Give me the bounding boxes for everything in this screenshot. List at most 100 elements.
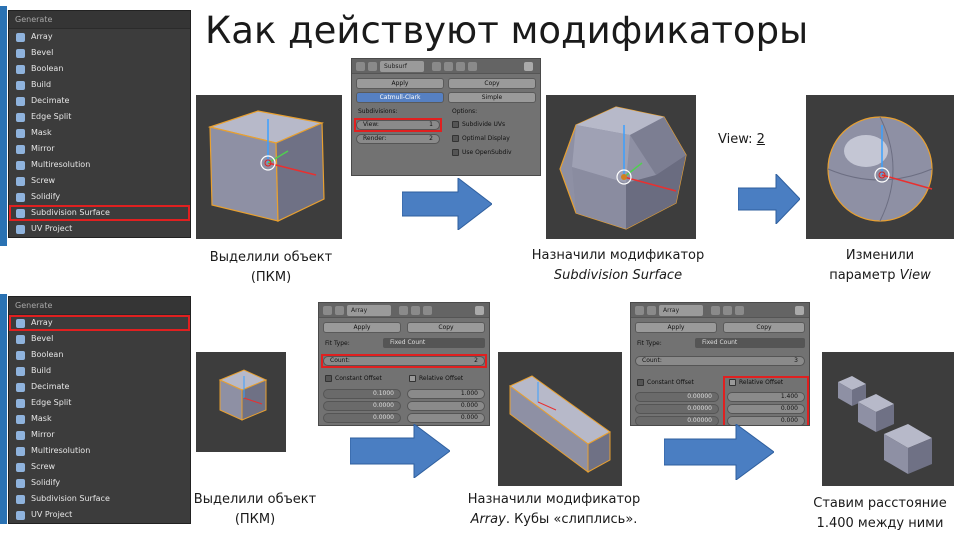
menu-item-array[interactable]: Array xyxy=(9,29,190,45)
subsurf-modifier-panel: Subsurf Apply Copy Catmull-Clark Simple … xyxy=(351,58,541,176)
mask-icon xyxy=(16,415,25,424)
relative-offset-checkbox[interactable] xyxy=(729,379,736,386)
menu-item-decimate[interactable]: Decimate xyxy=(9,379,190,395)
close-icon[interactable] xyxy=(524,62,533,71)
relative-x-field[interactable]: 1.000 xyxy=(407,389,485,399)
modifier-name-field[interactable]: Subsurf xyxy=(380,61,424,72)
caption-assign-subsurf: Назначили модификатор Subdivision Surfac… xyxy=(531,248,705,283)
relative-z-field[interactable]: 0.000 xyxy=(727,416,805,425)
copy-button[interactable]: Copy xyxy=(448,78,536,89)
constant-z-field[interactable]: 0.0000 xyxy=(323,413,401,423)
menu-item-screw[interactable]: Screw xyxy=(9,173,190,189)
menu-item-solidify[interactable]: Solidify xyxy=(9,189,190,205)
menu-header: Generate xyxy=(9,11,190,29)
close-icon[interactable] xyxy=(795,306,804,315)
viewport-array-spaced[interactable] xyxy=(822,352,954,486)
caption-change-view: Изменили параметр View xyxy=(829,248,931,283)
relative-y-field[interactable]: 0.000 xyxy=(727,404,805,414)
menu-item-label: Build xyxy=(31,366,52,375)
editmode-toggle-icon[interactable] xyxy=(735,306,744,315)
constant-y-field[interactable]: 0.0000 xyxy=(323,401,401,411)
apply-button[interactable]: Apply xyxy=(635,322,717,333)
render-toggle-icon[interactable] xyxy=(711,306,720,315)
subdivisions-label: Subdivisions: xyxy=(358,108,398,115)
caption-assign-array: Назначили модификатор Array. Кубы «слипл… xyxy=(467,492,641,527)
apply-button[interactable]: Apply xyxy=(356,78,444,89)
optimal-display-checkbox[interactable] xyxy=(452,135,459,142)
viewport-cube[interactable] xyxy=(196,95,342,239)
viewport-subsurf[interactable] xyxy=(546,95,696,239)
close-icon[interactable] xyxy=(475,306,484,315)
menu-item-array[interactable]: Array xyxy=(9,315,190,331)
multiresolution-icon xyxy=(16,447,25,456)
menu-item-build[interactable]: Build xyxy=(9,77,190,93)
render-toggle-icon[interactable] xyxy=(399,306,408,315)
view-levels-field[interactable]: View: 1 xyxy=(356,120,440,130)
tab-simple[interactable]: Simple xyxy=(448,92,536,103)
sphere-illustration xyxy=(827,116,933,222)
fit-type-select[interactable]: Fixed Count xyxy=(695,338,805,348)
menu-item-uv-project[interactable]: UV Project xyxy=(9,507,190,523)
menu-item-uv-project[interactable]: UV Project xyxy=(9,221,190,237)
menu-item-subdivision-surface[interactable]: Subdivision Surface xyxy=(9,491,190,507)
count-field[interactable]: Count: 2 xyxy=(323,356,485,366)
view-toggle-icon[interactable] xyxy=(723,306,732,315)
relative-x-field[interactable]: 1.400 xyxy=(727,392,805,402)
menu-item-edge-split[interactable]: Edge Split xyxy=(9,109,190,125)
menu-item-edge-split[interactable]: Edge Split xyxy=(9,395,190,411)
menu-item-build[interactable]: Build xyxy=(9,363,190,379)
menu-item-label: Decimate xyxy=(31,96,70,105)
wrench-icon xyxy=(323,306,332,315)
menu-item-boolean[interactable]: Boolean xyxy=(9,347,190,363)
menu-item-mask[interactable]: Mask xyxy=(9,125,190,141)
editmode-toggle-icon[interactable] xyxy=(423,306,432,315)
subdivide-uvs-checkbox[interactable] xyxy=(452,121,459,128)
viewport-small-cube[interactable] xyxy=(196,352,286,452)
mirror-icon xyxy=(16,431,25,440)
render-levels-field[interactable]: Render: 2 xyxy=(356,134,440,144)
menu-item-mirror[interactable]: Mirror xyxy=(9,427,190,443)
relative-z-field[interactable]: 0.000 xyxy=(407,413,485,423)
constant-y-field[interactable]: 0.00000 xyxy=(635,404,719,414)
viewport-sphere[interactable] xyxy=(806,95,954,239)
array-spaced-illustration xyxy=(838,376,932,474)
constant-x-field[interactable]: 0.1000 xyxy=(323,389,401,399)
fit-type-select[interactable]: Fixed Count xyxy=(383,338,485,348)
menu-item-solidify[interactable]: Solidify xyxy=(9,475,190,491)
menu-item-multiresolution[interactable]: Multiresolution xyxy=(9,443,190,459)
side-strip-top xyxy=(0,6,7,246)
viewport-array-joined[interactable] xyxy=(498,352,622,486)
copy-button[interactable]: Copy xyxy=(407,322,485,333)
constant-x-field[interactable]: 0.00000 xyxy=(635,392,719,402)
render-toggle-icon[interactable] xyxy=(432,62,441,71)
editmode-toggle-icon[interactable] xyxy=(456,62,465,71)
menu-item-mirror[interactable]: Mirror xyxy=(9,141,190,157)
menu-item-multiresolution[interactable]: Multiresolution xyxy=(9,157,190,173)
menu-item-label: Edge Split xyxy=(31,398,72,407)
menu-item-decimate[interactable]: Decimate xyxy=(9,93,190,109)
view-toggle-icon[interactable] xyxy=(444,62,453,71)
menu-item-bevel[interactable]: Bevel xyxy=(9,45,190,61)
menu-item-mask[interactable]: Mask xyxy=(9,411,190,427)
modifier-name-field[interactable]: Array xyxy=(659,305,703,316)
modifier-name-field[interactable]: Array xyxy=(347,305,391,316)
use-opensubdiv-checkbox[interactable] xyxy=(452,149,459,156)
menu-item-subdivision-surface[interactable]: Subdivision Surface xyxy=(9,205,190,221)
constant-z-field[interactable]: 0.00000 xyxy=(635,416,719,425)
menu-item-bevel[interactable]: Bevel xyxy=(9,331,190,347)
tab-catmull-clark[interactable]: Catmull-Clark xyxy=(356,92,444,103)
move-up-icon[interactable] xyxy=(468,62,477,71)
relative-y-field[interactable]: 0.000 xyxy=(407,401,485,411)
menu-item-screw[interactable]: Screw xyxy=(9,459,190,475)
menu-item-boolean[interactable]: Boolean xyxy=(9,61,190,77)
view-toggle-icon[interactable] xyxy=(411,306,420,315)
small-cube-illustration xyxy=(218,369,268,421)
constant-offset-checkbox[interactable] xyxy=(325,375,332,382)
subsurf-illustration xyxy=(559,106,687,230)
apply-button[interactable]: Apply xyxy=(323,322,401,333)
relative-offset-checkbox[interactable] xyxy=(409,375,416,382)
copy-button[interactable]: Copy xyxy=(723,322,805,333)
count-field[interactable]: Count: 3 xyxy=(635,356,805,366)
constant-offset-checkbox[interactable] xyxy=(637,379,644,386)
